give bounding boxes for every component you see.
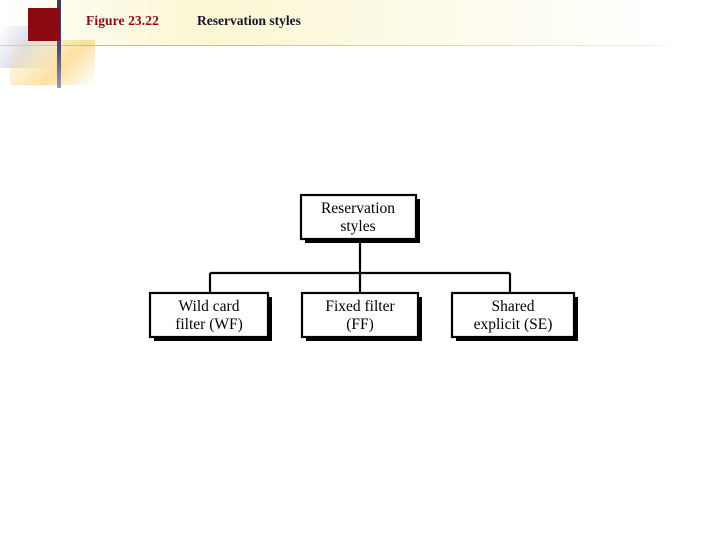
header-gradient-wash: [0, 0, 720, 46]
tree-node-root-line2: styles: [340, 218, 375, 235]
tree-node-wf-line1: Wild card: [179, 298, 240, 315]
tree-node-root: Reservation styles: [299, 193, 420, 243]
slide-header-band: [0, 0, 720, 90]
reservation-styles-tree: Reservation styles Wild card filter (WF)…: [140, 185, 580, 350]
tree-node-ff-line1: Fixed filter: [325, 298, 395, 315]
tree-node-wf-line2: filter (WF): [175, 316, 243, 333]
tree-node-se-line1: Shared: [491, 298, 534, 315]
header-red-square: [28, 8, 60, 41]
tree-node-root-line1: Reservation: [321, 200, 395, 217]
tree-node-wild-card-filter: Wild card filter (WF): [148, 291, 272, 341]
header-divider-rule: [0, 45, 684, 46]
figure-caption: Reservation styles: [197, 13, 301, 28]
tree-node-ff-line2: (FF): [346, 316, 374, 333]
tree-node-fixed-filter: Fixed filter (FF): [300, 291, 422, 341]
tree-node-se-line2: explicit (SE): [474, 316, 553, 333]
header-accent-square-yellow: [10, 40, 95, 85]
figure-label: Figure 23.22: [86, 13, 159, 28]
tree-connectors: [208, 240, 512, 293]
header-vertical-bar: [57, 0, 61, 88]
tree-node-shared-explicit: Shared explicit (SE): [450, 291, 578, 341]
